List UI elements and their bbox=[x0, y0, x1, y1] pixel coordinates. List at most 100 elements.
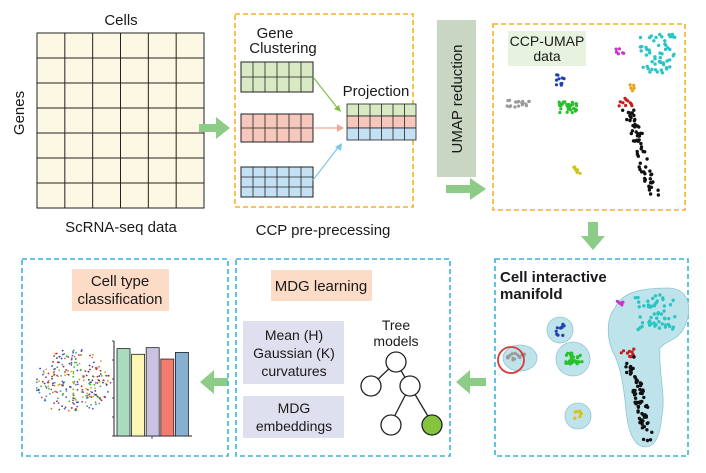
cell-point bbox=[94, 387, 96, 390]
cell-point bbox=[575, 359, 579, 363]
highlight-circle bbox=[497, 346, 525, 374]
cell-point bbox=[632, 83, 636, 87]
cell-point bbox=[653, 294, 658, 298]
cell-point bbox=[668, 65, 672, 69]
cell-point bbox=[564, 360, 568, 364]
cell-point bbox=[98, 375, 101, 377]
manifold-title-line2: manifold bbox=[500, 286, 563, 303]
cell-point bbox=[102, 379, 105, 382]
blue-arrowhead bbox=[335, 143, 342, 151]
cell-point bbox=[85, 387, 88, 390]
cell-point bbox=[73, 382, 75, 385]
cell-point bbox=[640, 324, 644, 329]
cell-point bbox=[86, 405, 88, 408]
cell-point bbox=[50, 407, 53, 410]
cell-point bbox=[75, 383, 77, 386]
cell-point bbox=[82, 396, 84, 398]
cell-point bbox=[69, 385, 71, 388]
cell-point bbox=[90, 404, 92, 406]
cell-point bbox=[51, 365, 53, 367]
cell-point bbox=[618, 301, 623, 305]
cell-point bbox=[573, 109, 578, 113]
cell-point bbox=[78, 354, 80, 356]
cell-point bbox=[640, 411, 644, 416]
cell-point bbox=[646, 421, 650, 425]
cell-point bbox=[572, 359, 576, 363]
cell-point bbox=[91, 356, 94, 359]
mdg-dashed-box bbox=[235, 258, 451, 457]
cell-point bbox=[673, 315, 677, 319]
cell-point bbox=[640, 131, 644, 136]
cell-point bbox=[56, 357, 58, 359]
cell-point bbox=[71, 354, 74, 357]
cell-point bbox=[49, 392, 51, 395]
cell-point bbox=[37, 388, 40, 391]
cell-point bbox=[658, 32, 662, 37]
cell-point bbox=[72, 388, 75, 391]
cell-point bbox=[56, 391, 58, 394]
cell-point bbox=[642, 304, 646, 308]
cell-point bbox=[85, 397, 88, 399]
cell-point bbox=[508, 98, 512, 102]
cell-point bbox=[651, 296, 655, 301]
cell-point bbox=[63, 407, 66, 410]
cell-point bbox=[619, 351, 623, 355]
cell-point bbox=[636, 154, 640, 158]
cell-point bbox=[618, 100, 622, 104]
cell-point bbox=[572, 106, 576, 111]
cell-point bbox=[72, 397, 75, 400]
cell-point bbox=[570, 100, 575, 104]
cell-point bbox=[51, 375, 53, 378]
cell-point bbox=[67, 409, 70, 412]
cell-point bbox=[648, 70, 652, 74]
cell-point bbox=[636, 384, 640, 388]
cell-point bbox=[649, 34, 653, 38]
cell-point bbox=[662, 304, 667, 308]
cell-point bbox=[656, 193, 661, 197]
classification-title-bg bbox=[72, 269, 169, 311]
cell-point bbox=[98, 379, 101, 382]
curvature-line2: Gaussian (K) bbox=[253, 345, 335, 361]
classification-title-line1: Cell type bbox=[91, 273, 149, 290]
cell-point bbox=[56, 361, 59, 364]
cell-point bbox=[45, 376, 47, 378]
cell-point bbox=[105, 374, 108, 377]
cell-point bbox=[47, 372, 50, 375]
manifold-title-line1: Cell interactive bbox=[500, 269, 607, 286]
cell-point bbox=[628, 372, 633, 376]
cell-point bbox=[64, 357, 66, 360]
cell-point bbox=[61, 380, 64, 383]
arrow-right-2 bbox=[446, 178, 486, 200]
cell-point bbox=[639, 49, 643, 53]
cell-point bbox=[91, 407, 94, 410]
cell-point bbox=[47, 385, 50, 388]
tree-label-line2: models bbox=[373, 333, 418, 349]
cell-point bbox=[61, 405, 63, 407]
cell-point bbox=[624, 103, 628, 108]
cell-point bbox=[520, 103, 524, 107]
cell-point bbox=[648, 177, 652, 181]
cell-point bbox=[94, 390, 97, 392]
cell-point bbox=[638, 420, 642, 425]
cell-point bbox=[60, 375, 62, 377]
cell-point bbox=[509, 104, 513, 108]
cell-point bbox=[663, 325, 668, 329]
cell-point bbox=[634, 377, 638, 382]
cell-point bbox=[638, 387, 642, 392]
cell-point bbox=[554, 78, 559, 82]
cell-point bbox=[66, 373, 69, 376]
cell-point bbox=[84, 401, 87, 404]
cell-point bbox=[506, 355, 510, 359]
cell-point bbox=[658, 293, 662, 297]
cell-point bbox=[72, 375, 75, 378]
tree-node-highlighted bbox=[421, 414, 443, 436]
cell-point bbox=[624, 365, 628, 369]
cell-point bbox=[647, 319, 652, 323]
green-arrow-line bbox=[312, 76, 340, 111]
cell-point bbox=[570, 359, 574, 363]
cell-point bbox=[52, 382, 54, 385]
cell-point bbox=[42, 370, 45, 373]
cell-point bbox=[632, 393, 637, 397]
cell-point bbox=[513, 105, 517, 109]
cell-point bbox=[652, 312, 656, 316]
